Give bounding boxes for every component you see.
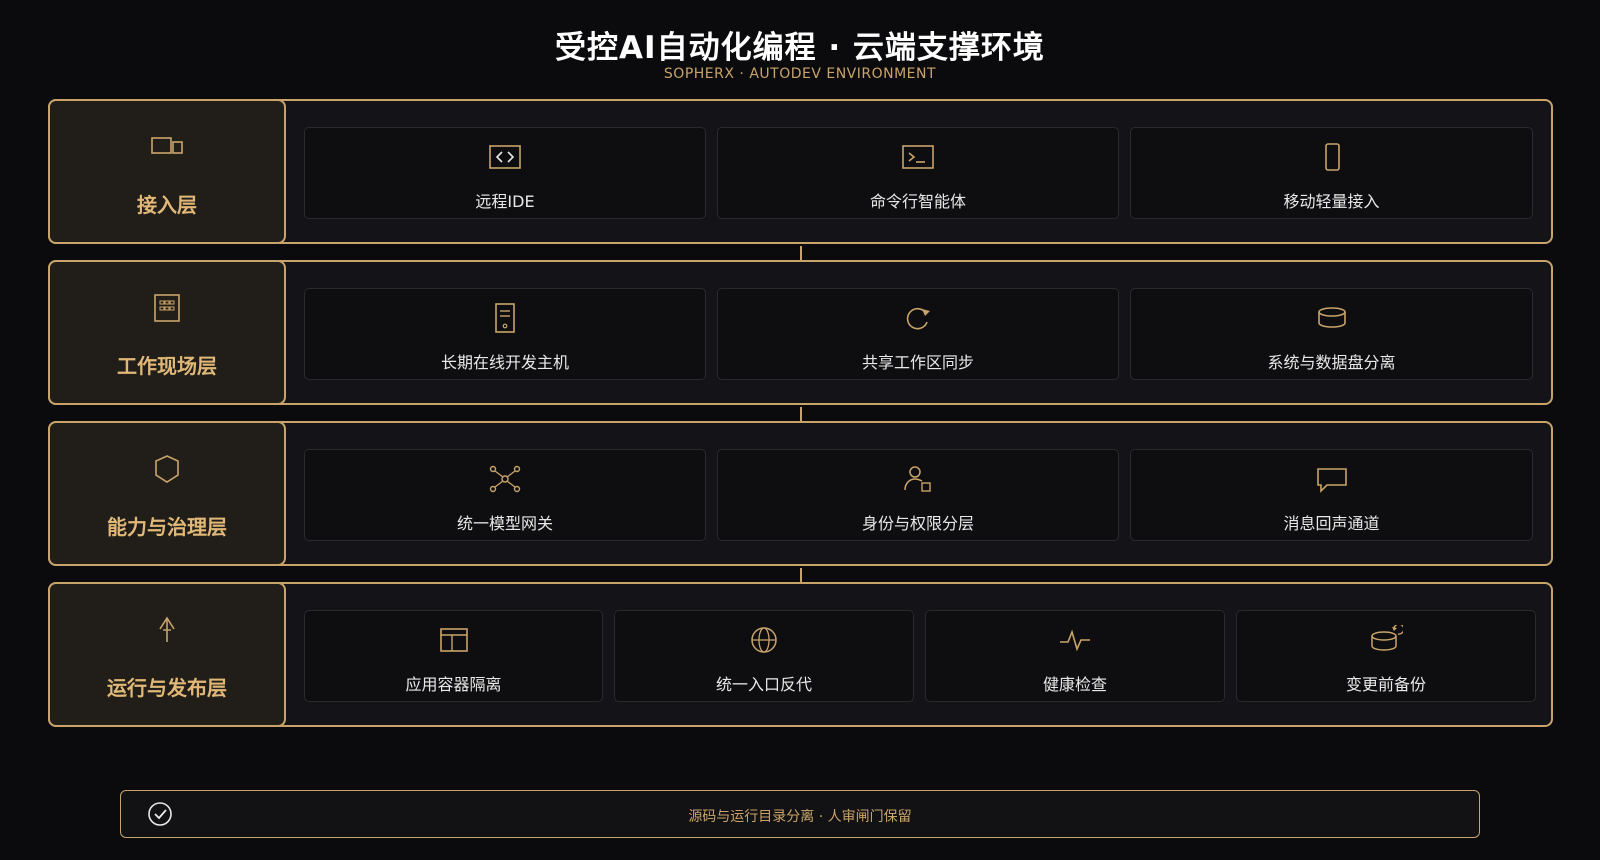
component-label: 远程IDE: [475, 192, 535, 211]
phone-icon: [1131, 142, 1532, 172]
component-label: 长期在线开发主机: [440, 353, 569, 372]
globe-icon: [615, 625, 913, 655]
layer-title: 运行与发布层: [107, 676, 227, 700]
server-icon: [305, 303, 705, 333]
component-label: 共享工作区同步: [861, 353, 974, 372]
layer-header: 运行与发布层: [48, 582, 286, 727]
disk-icon: [1131, 303, 1532, 333]
component-card[interactable]: 移动轻量接入: [1130, 127, 1533, 219]
container-icon: [305, 625, 602, 655]
footer-note: 源码与运行目录分离 · 人审闸门保留: [120, 790, 1480, 838]
component-card[interactable]: 应用容器隔离: [304, 610, 603, 702]
component-card[interactable]: 身份与权限分层: [717, 449, 1119, 541]
code-icon: [305, 142, 705, 172]
component-label: 移动轻量接入: [1283, 192, 1380, 211]
devices-icon: [50, 133, 284, 161]
component-label: 统一模型网关: [456, 514, 553, 533]
shield-icon: [50, 455, 284, 483]
terminal-icon: [718, 142, 1118, 172]
component-card[interactable]: 远程IDE: [304, 127, 706, 219]
page-subtitle: SOPHERX · AUTODEV ENVIRONMENT: [663, 66, 937, 82]
layer-header: 能力与治理层: [48, 421, 286, 566]
message-icon: [1131, 464, 1532, 494]
component-label: 身份与权限分层: [861, 514, 974, 533]
backup-icon: [1237, 623, 1535, 655]
layer-runtime: 运行与发布层 应用容器隔离 统一入口反代 健康检查 变更前备份: [48, 582, 1553, 727]
component-card[interactable]: 统一模型网关: [304, 449, 706, 541]
network-icon: [305, 464, 705, 494]
component-card[interactable]: 长期在线开发主机: [304, 288, 706, 380]
rocket-icon: [50, 616, 284, 644]
page-title: 受控AI自动化编程 · 云端支撑环境: [555, 30, 1045, 66]
component-label: 系统与数据盘分离: [1267, 353, 1396, 372]
component-label: 命令行智能体: [869, 192, 966, 211]
component-label: 消息回声通道: [1283, 514, 1380, 533]
component-card[interactable]: 系统与数据盘分离: [1130, 288, 1533, 380]
pulse-icon: [926, 625, 1224, 655]
footer-text: 源码与运行目录分离 · 人审闸门保留: [688, 809, 912, 825]
component-label: 统一入口反代: [715, 675, 812, 694]
layer-title: 工作现场层: [117, 354, 217, 378]
layer-header: 接入层: [48, 99, 286, 244]
component-card[interactable]: 统一入口反代: [614, 610, 914, 702]
layer-connector: [800, 407, 802, 421]
layer-header: 工作现场层: [48, 260, 286, 405]
component-label: 健康检查: [1042, 675, 1107, 694]
sync-icon: [718, 303, 1118, 333]
component-card[interactable]: 健康检查: [925, 610, 1225, 702]
layer-workspace: 工作现场层 长期在线开发主机 共享工作区同步 系统与数据盘分离: [48, 260, 1553, 405]
layer-title: 能力与治理层: [107, 515, 227, 539]
server-grid-icon: [50, 294, 284, 322]
layer-access: 接入层 远程IDE 命令行智能体 移动轻量接入: [48, 99, 1553, 244]
layer-governance: 能力与治理层 统一模型网关 身份与权限分层 消息回声通道: [48, 421, 1553, 566]
layer-connector: [800, 246, 802, 260]
user-lock-icon: [718, 464, 1118, 494]
layer-title: 接入层: [137, 193, 197, 217]
component-card[interactable]: 共享工作区同步: [717, 288, 1119, 380]
component-card[interactable]: 命令行智能体: [717, 127, 1119, 219]
component-label: 应用容器隔离: [405, 675, 502, 694]
check-circle-icon: [148, 802, 172, 826]
component-label: 变更前备份: [1345, 675, 1426, 694]
component-card[interactable]: 消息回声通道: [1130, 449, 1533, 541]
component-card[interactable]: 变更前备份: [1236, 610, 1536, 702]
layer-connector: [800, 568, 802, 582]
